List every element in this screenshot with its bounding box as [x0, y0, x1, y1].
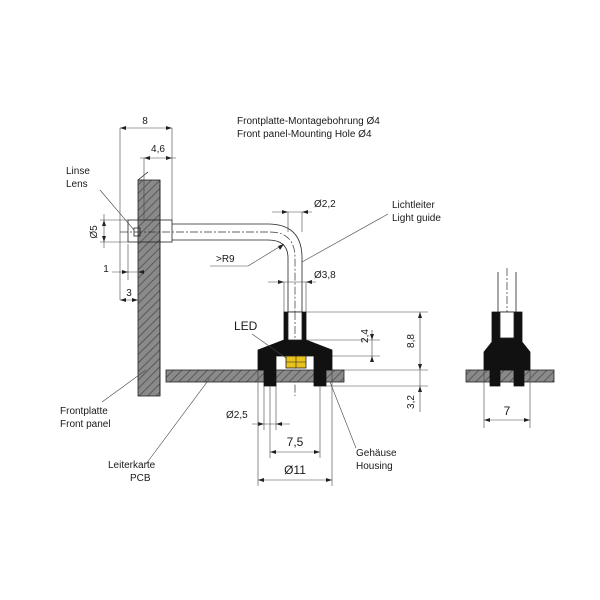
dim-3: 3 [126, 288, 132, 299]
label-frontpanel-de: Frontplatte [60, 406, 108, 417]
housing-side-view [483, 311, 531, 387]
dim-d3-8: Ø3,8 [314, 270, 336, 281]
dim-4-6: 4,6 [151, 144, 165, 155]
dim-8-8: 8,8 [406, 334, 417, 348]
label-housing-en: Housing [356, 461, 393, 472]
label-lightguide-de: Lichtleiter [392, 200, 435, 211]
light-guide-bend [267, 223, 303, 259]
pcb-side-view [465, 369, 555, 383]
dim-7: 7 [504, 404, 511, 418]
pcb [165, 369, 345, 383]
dim-d2-2: Ø2,2 [314, 199, 336, 210]
dim-r9: >R9 [216, 254, 235, 265]
label-frontpanel-en: Front panel [60, 419, 111, 430]
title-german: Frontplatte-Montagebohrung Ø4 [237, 116, 380, 127]
label-lens-de: Linse [66, 166, 90, 177]
dim-d5: Ø5 [89, 225, 100, 239]
dim-d11: Ø11 [284, 463, 306, 477]
dim-1: 1 [103, 264, 109, 275]
dim-7-5: 7,5 [287, 435, 304, 449]
dim-2-4: 2,4 [360, 329, 371, 343]
title-english: Front panel-Mounting Hole Ø4 [237, 129, 372, 140]
label-led: LED [234, 319, 258, 333]
label-housing-de: Gehäuse [356, 448, 397, 459]
dim-8: 8 [142, 116, 148, 127]
label-lens-en: Lens [66, 179, 88, 190]
dim-3-2: 3,2 [406, 395, 417, 409]
lens-body [127, 219, 173, 243]
label-pcb-de: Leiterkarte [108, 460, 156, 471]
label-lightguide-en: Light guide [392, 213, 441, 224]
front-panel [137, 179, 161, 397]
housing [257, 311, 333, 387]
label-pcb-en: PCB [130, 473, 151, 484]
dim-d2-5: Ø2,5 [226, 410, 248, 421]
